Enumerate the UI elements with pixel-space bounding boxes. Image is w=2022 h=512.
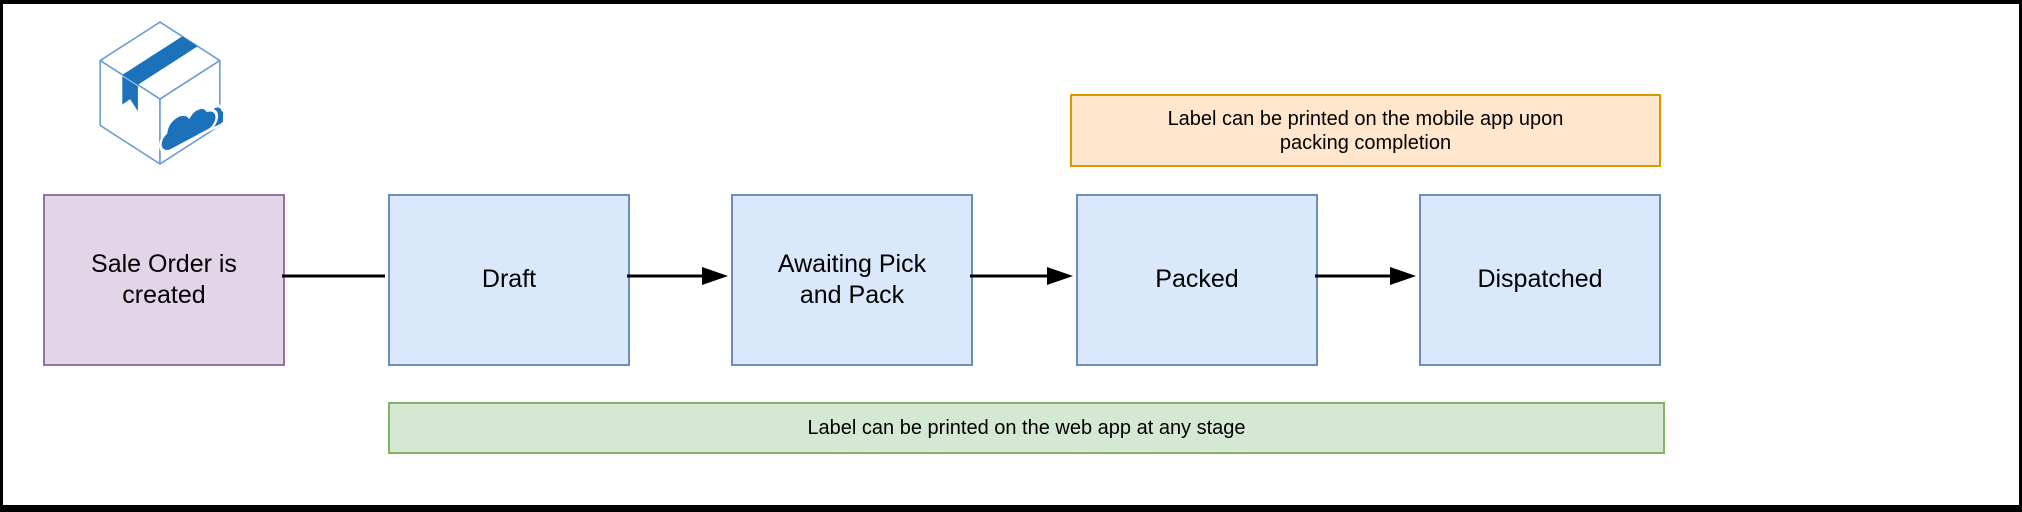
mobile-app-note-text: Label can be printed on the mobile app u…	[1167, 107, 1564, 154]
connector-packed-dispatched	[1315, 267, 1416, 285]
web-app-note-text: Label can be printed on the web app at a…	[807, 417, 1246, 439]
connector-draft-awaiting	[627, 267, 728, 285]
node-draft: Draft	[388, 194, 630, 366]
node-dispatched: Dispatched	[1419, 194, 1661, 366]
mobile-app-note: Label can be printed on the mobile app u…	[1070, 94, 1661, 167]
node-label: Awaiting Pick and Pack	[777, 249, 927, 309]
node-label: Dispatched	[1477, 265, 1603, 294]
arrowhead-icon	[1390, 267, 1416, 285]
node-awaiting-pick-and-pack: Awaiting Pick and Pack	[731, 194, 973, 366]
node-label: Draft	[481, 265, 537, 294]
cloud-icon	[159, 104, 223, 153]
cloud-box-logo	[99, 21, 223, 165]
arrowhead-icon	[702, 267, 728, 285]
arrowhead-icon	[1047, 267, 1073, 285]
node-sale-order-created: Sale Order is created	[43, 194, 285, 366]
node-label: Sale Order is created	[91, 249, 237, 309]
web-app-note: Label can be printed on the web app at a…	[388, 402, 1665, 454]
node-packed: Packed	[1076, 194, 1318, 366]
tape	[122, 36, 198, 112]
connector-awaiting-packed	[970, 267, 1073, 285]
node-label: Packed	[1155, 265, 1239, 294]
